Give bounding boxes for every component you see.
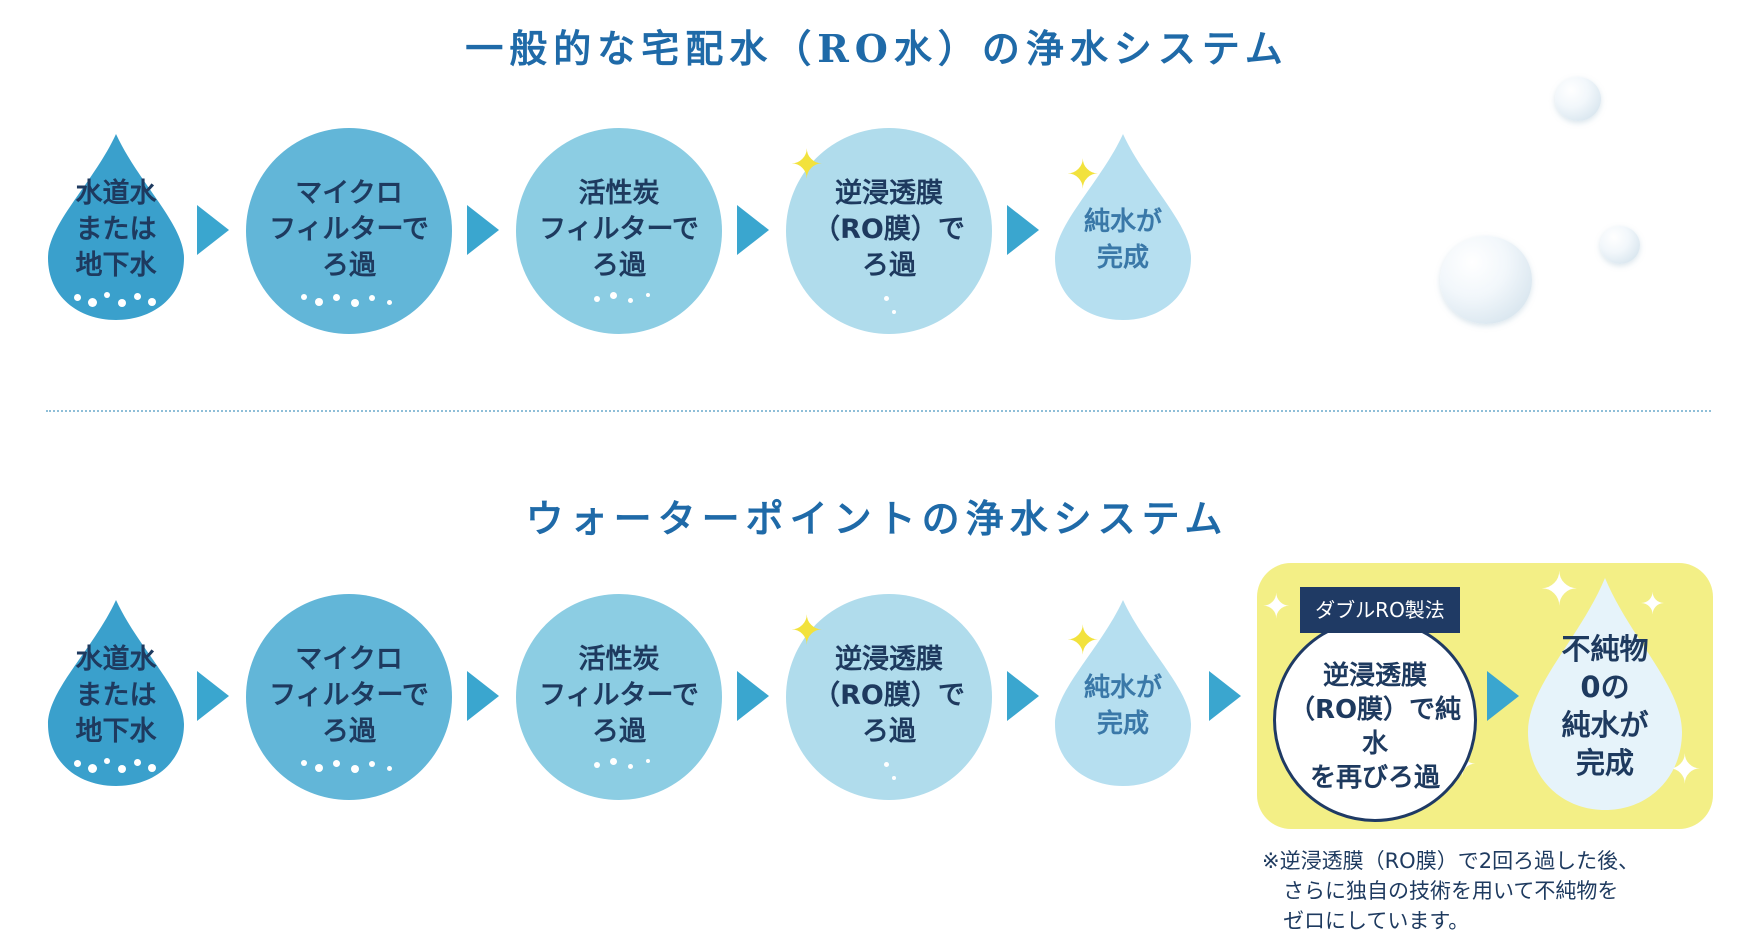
step-label: 純水が 完成 xyxy=(1083,673,1162,739)
sparkle-icon: ✦ xyxy=(1640,587,1666,622)
step-label: 水道水 または 地下水 xyxy=(75,178,157,281)
sparkle-icon: ✦ xyxy=(1066,152,1100,198)
particles xyxy=(74,756,164,776)
sparkle-icon: ✦ xyxy=(1540,562,1579,616)
particles xyxy=(301,758,401,778)
step-tap-water-drop: 水道水 または 地下水 xyxy=(46,132,186,322)
step-label: 活性炭 フィルターで ろ過 xyxy=(539,644,699,747)
step-pure-water-drop: 純水が 完成 xyxy=(1053,132,1193,322)
step-carbon-filter: 活性炭 フィルターで ろ過 xyxy=(516,128,722,334)
double-ro-badge: ダブルRO製法 xyxy=(1300,587,1460,633)
step-tap-water-drop: 水道水 または 地下水 xyxy=(46,598,186,788)
flow-arrow xyxy=(1209,671,1241,721)
sparkle-icon: ✦ xyxy=(1262,587,1291,627)
step-ro-membrane: 逆浸透膜 （RO膜）で ろ過 xyxy=(786,594,992,800)
flow-arrow xyxy=(197,205,229,255)
second-ro-step: 逆浸透膜 （RO膜）で純水 を再びろ過 xyxy=(1273,618,1477,822)
result-label: 不純物 0の 純水が 完成 xyxy=(1561,632,1649,780)
particles xyxy=(301,292,401,312)
sparkle-icon: ✦ xyxy=(1066,618,1100,664)
flow-arrow xyxy=(197,671,229,721)
particles xyxy=(594,756,654,776)
step-label: マイクロ フィルターで ろ過 xyxy=(269,644,429,747)
particles xyxy=(884,762,924,782)
bubble-decoration xyxy=(1555,77,1601,121)
particles xyxy=(594,290,654,310)
section-2-title: ウォーターポイントの浄水システム xyxy=(525,496,1229,541)
section-divider xyxy=(46,410,1711,412)
step-label: 水道水 または 地下水 xyxy=(75,644,157,747)
flow-arrow xyxy=(737,671,769,721)
step-label: 活性炭 フィルターで ろ過 xyxy=(539,178,699,281)
flow-arrow xyxy=(1487,671,1519,721)
sparkle-icon: ✦ xyxy=(790,608,824,654)
step-label: 純水が 完成 xyxy=(1083,207,1162,273)
sparkle-icon: ✦ xyxy=(790,142,824,188)
step-label: 逆浸透膜 （RO膜）で ろ過 xyxy=(813,178,965,281)
step-label: マイクロ フィルターで ろ過 xyxy=(269,178,429,281)
particles xyxy=(74,290,164,310)
step-label: 逆浸透膜 （RO膜）で純水 を再びろ過 xyxy=(1288,661,1462,793)
flow-arrow xyxy=(737,205,769,255)
section-1-title: 一般的な宅配水（RO水）の浄水システム xyxy=(465,26,1289,71)
step-label: 逆浸透膜 （RO膜）で ろ過 xyxy=(813,644,965,747)
flow-arrow xyxy=(467,671,499,721)
bubble-decoration xyxy=(1440,236,1532,324)
flow-arrow xyxy=(467,205,499,255)
step-micro-filter: マイクロ フィルターで ろ過 xyxy=(246,128,452,334)
result-pure-water-drop: 不純物 0の 純水が 完成 xyxy=(1526,576,1684,812)
step-micro-filter: マイクロ フィルターで ろ過 xyxy=(246,594,452,800)
step-ro-membrane: 逆浸透膜 （RO膜）で ろ過 xyxy=(786,128,992,334)
flow-arrow xyxy=(1007,671,1039,721)
flow-arrow xyxy=(1007,205,1039,255)
footnote: ※逆浸透膜（RO膜）で2回ろ過した後、 さらに独自の技術を用いて不純物を ゼロに… xyxy=(1262,849,1640,933)
bubble-decoration xyxy=(1600,226,1640,264)
step-carbon-filter: 活性炭 フィルターで ろ過 xyxy=(516,594,722,800)
step-pure-water-drop: 純水が 完成 xyxy=(1053,598,1193,788)
particles xyxy=(884,296,924,316)
